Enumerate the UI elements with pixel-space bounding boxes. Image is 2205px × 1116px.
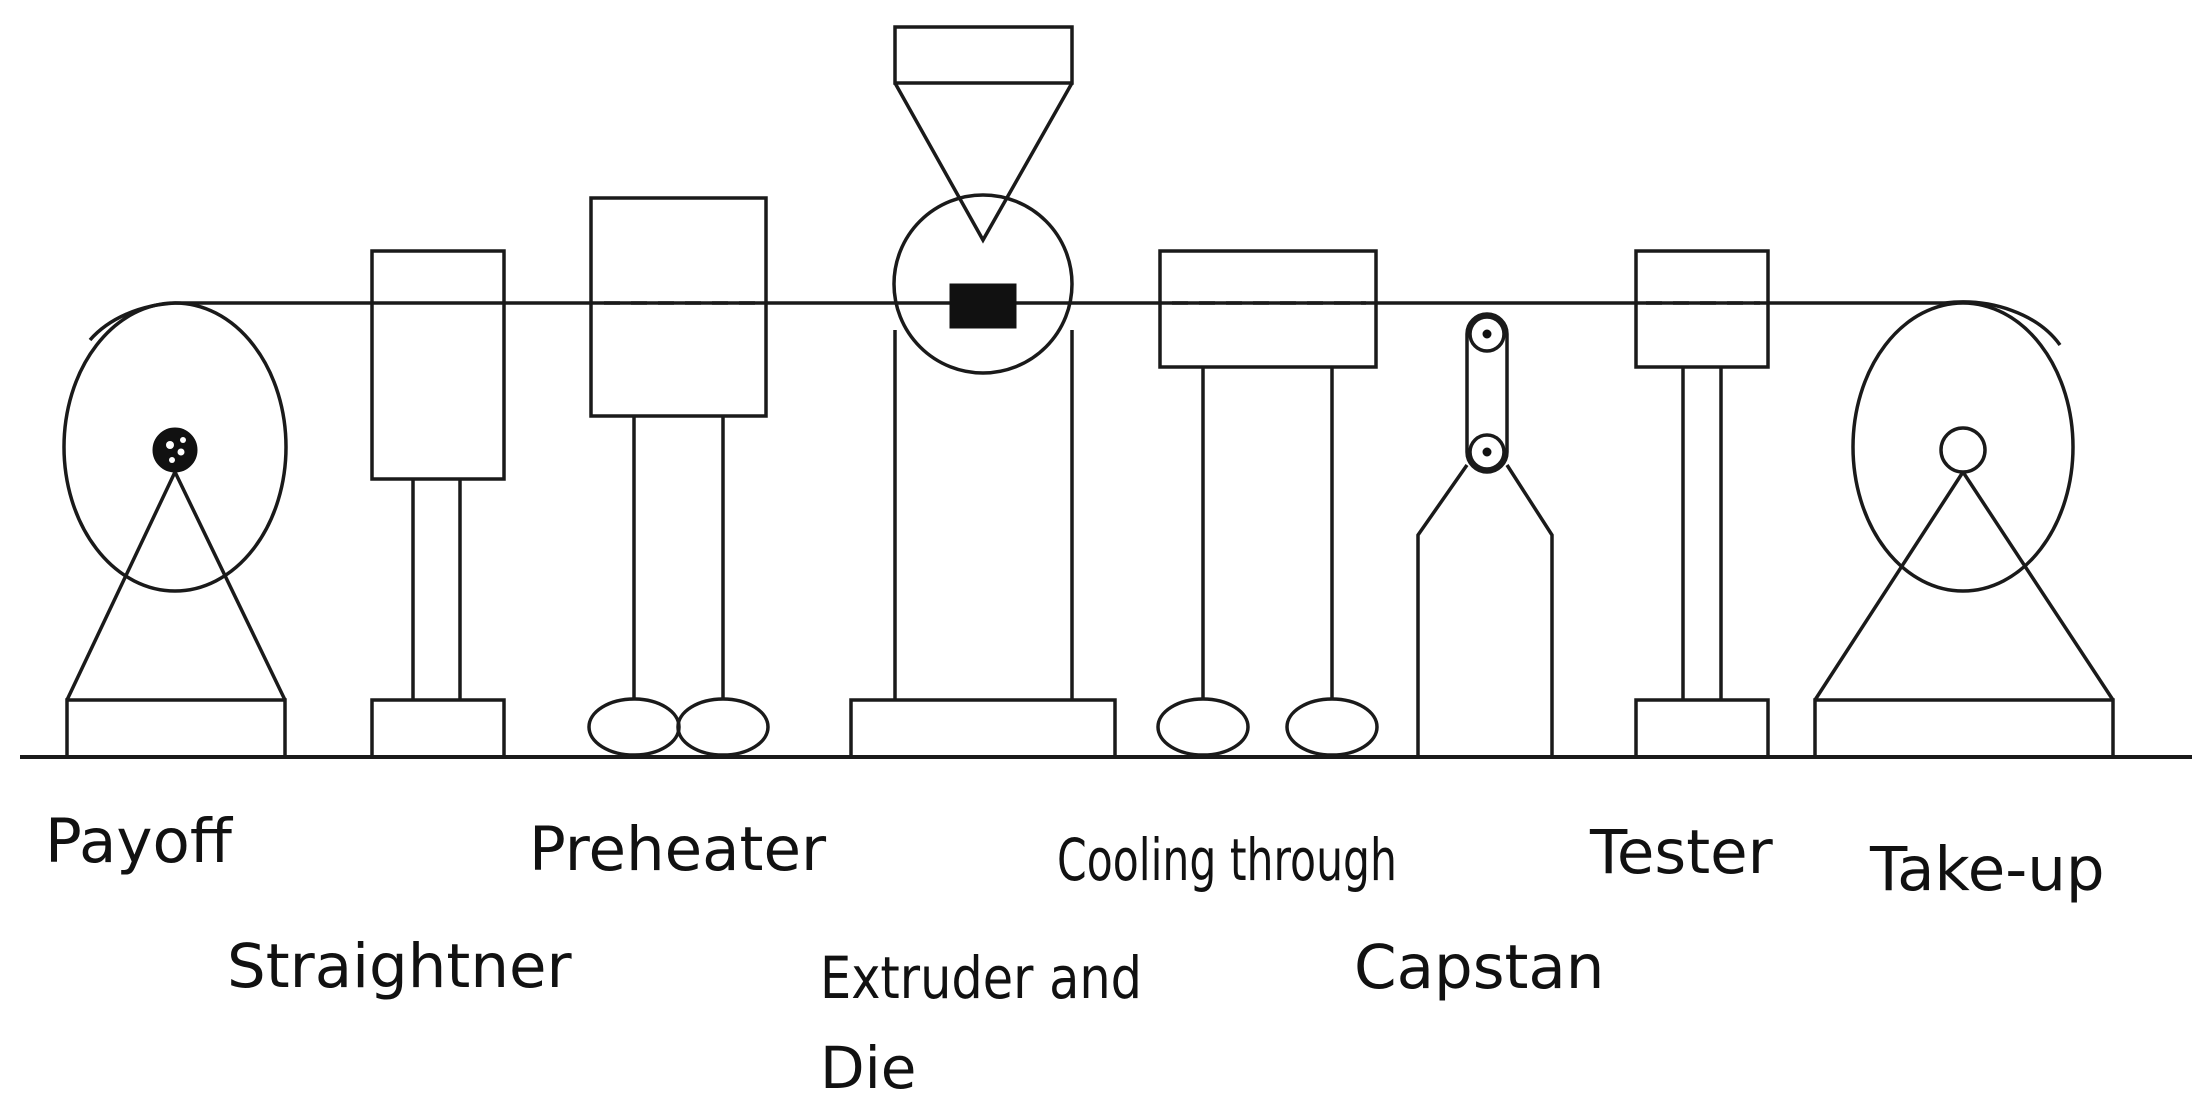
label-tester: Tester xyxy=(1589,817,1774,888)
takeup-spool-hub xyxy=(1939,426,1987,474)
label-cooling-through: Cooling through xyxy=(1057,826,1397,894)
extruder-head xyxy=(892,193,1074,375)
label-straightner: Straightner xyxy=(227,931,573,1002)
capstan-upper-roller xyxy=(1468,315,1506,353)
label-extruder-line1: Extruder and xyxy=(820,944,1142,1012)
capstan-machine xyxy=(1416,312,1554,757)
preheater-machine xyxy=(587,196,770,757)
capstan-lower-roller xyxy=(1468,433,1506,471)
wire-path xyxy=(88,301,1945,342)
capstan-body xyxy=(1416,463,1554,757)
tester-machine xyxy=(1634,249,1770,759)
extruder-hopper-top xyxy=(893,25,1074,85)
label-takeup: Take-up xyxy=(1869,834,2105,905)
label-capstan: Capstan xyxy=(1354,932,1604,1003)
tester-base xyxy=(1634,698,1770,759)
payoff-spool-hub xyxy=(152,427,198,473)
label-extruder-line2: Die xyxy=(820,1034,916,1102)
extruder-base xyxy=(849,698,1117,759)
cooling-wheel-right xyxy=(1285,697,1379,757)
label-preheater: Preheater xyxy=(529,814,827,885)
cooling-wheel-left xyxy=(1156,697,1250,757)
straightner-base xyxy=(370,698,506,759)
takeup-base xyxy=(1813,698,2115,759)
label-payoff: Payoff xyxy=(45,806,234,877)
takeup-machine xyxy=(1813,300,2115,759)
payoff-base xyxy=(65,698,287,759)
cooling-trough-machine xyxy=(1156,249,1379,757)
die-block xyxy=(949,283,1017,329)
straightner-machine xyxy=(370,249,506,759)
payoff-machine xyxy=(62,301,288,759)
preheater-wheel-left xyxy=(587,697,681,757)
extruder-machine xyxy=(849,25,1117,759)
preheater-wheel-right xyxy=(676,697,770,757)
extruder-hopper-cone xyxy=(893,82,1074,244)
capstan-belt xyxy=(1465,312,1509,474)
